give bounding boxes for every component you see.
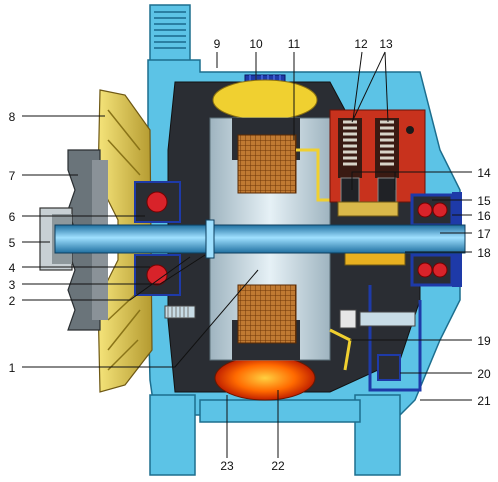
callout-10: 10 [249,37,263,51]
callout-3: 3 [9,278,16,292]
brush-holder [329,109,426,203]
callout-19: 19 [477,334,491,348]
callout-11: 11 [288,37,301,51]
callout-22: 22 [271,459,285,473]
front-bearing [134,181,181,296]
terminal-nut [339,309,357,329]
field-winding-bottom [237,284,297,344]
callout-23: 23 [220,459,234,473]
shaft-collar [205,219,215,259]
callout-16: 16 [477,209,491,223]
callout-8: 8 [9,110,16,124]
rotor-shaft [54,224,466,254]
field-winding-top [237,134,297,194]
housing-screw [164,305,196,319]
callout-15: 15 [477,194,491,208]
leader-lines [22,51,472,458]
stator-winding-bottom [214,355,316,401]
callout-4: 4 [9,261,16,275]
stator-winding-top [212,79,318,121]
callout-5: 5 [9,236,16,250]
callout-7: 7 [9,169,16,183]
rectifier-bracket [359,285,422,392]
slip-rings [337,201,399,217]
callout-18: 18 [477,246,491,260]
callout-13: 13 [379,37,393,51]
callout-12: 12 [354,37,368,51]
callout-2: 2 [9,294,16,308]
callout-9: 9 [214,37,221,51]
callout-1: 1 [9,361,16,375]
callout-20: 20 [477,367,491,381]
callout-14: 14 [477,166,491,180]
field-lead-wire [296,148,335,202]
callout-labels: 1 2 3 4 5 6 7 8 9 10 11 12 13 14 15 16 1… [9,37,491,473]
callout-17: 17 [477,227,491,241]
callout-6: 6 [9,210,16,224]
callout-21: 21 [477,394,491,408]
